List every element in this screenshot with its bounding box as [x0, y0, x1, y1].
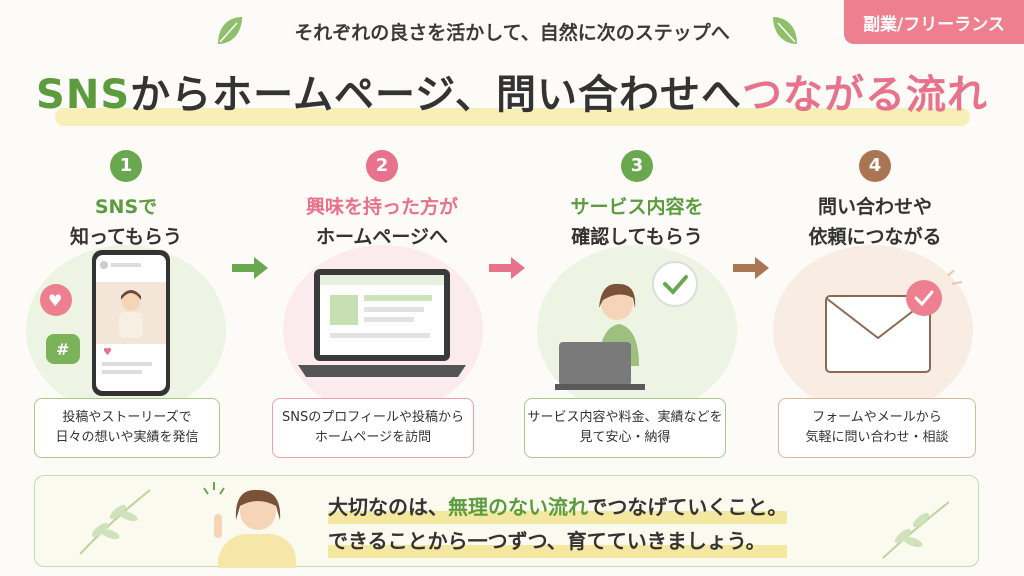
step-heading: サービス内容を確認してもらう	[570, 196, 704, 248]
person-checking-illustration	[555, 261, 698, 390]
step-number: 4	[859, 150, 891, 182]
step-heading: 興味を持った方がホームページへ	[305, 196, 458, 248]
title-highlight	[55, 108, 970, 126]
leaf-branch-icon	[79, 489, 151, 555]
closing-message: 大切なのは、無理のない流れでつなげていくこと。 できることから一つずつ、育ててい…	[328, 490, 788, 558]
laptop-illustration	[298, 269, 466, 377]
leaf-icon	[773, 17, 797, 44]
smartphone-illustration: ♥ ♥ #	[40, 250, 170, 396]
arrow-right-icon	[733, 257, 769, 279]
step-number: 3	[621, 150, 653, 182]
svg-text:♥: ♥	[103, 347, 112, 358]
step-description-card: SNSのプロフィールや投稿からホームページを訪問	[272, 398, 474, 458]
envelope-illustration	[825, 270, 963, 373]
leaf-branch-icon	[882, 501, 950, 559]
leaf-icon	[218, 17, 242, 44]
step-3: 3 サービス内容を確認してもらう	[527, 150, 747, 252]
svg-text:#: #	[56, 340, 69, 359]
category-tag: 副業/フリーランス	[844, 0, 1024, 44]
step-heading: SNSで知ってもらう	[69, 196, 183, 248]
page-title: SNSからホームページ、問い合わせへつながる流れ	[36, 72, 988, 118]
step-description-card: 投稿やストーリーズで日々の想いや実績を発信	[34, 398, 220, 458]
step-1: 1 SNSで知ってもらう	[16, 150, 236, 252]
step-description-card: フォームやメールから気軽に問い合わせ・相談	[778, 398, 976, 458]
step-4: 4 問い合わせや依頼につながる	[765, 150, 985, 252]
arrow-right-icon	[489, 257, 525, 279]
arrow-right-icon	[232, 257, 268, 279]
step-2: 2 興味を持った方がホームページへ	[272, 150, 492, 252]
subtitle: それぞれの良さを活かして、自然に次のステップへ	[294, 22, 730, 44]
woman-pointing-illustration	[203, 482, 296, 568]
svg-text:♥: ♥	[48, 291, 62, 310]
step-number: 2	[366, 150, 398, 182]
step-description-card: サービス内容や料金、実績などを見て安心・納得	[524, 398, 726, 458]
step-number: 1	[110, 150, 142, 182]
step-heading: 問い合わせや依頼につながる	[808, 196, 942, 248]
